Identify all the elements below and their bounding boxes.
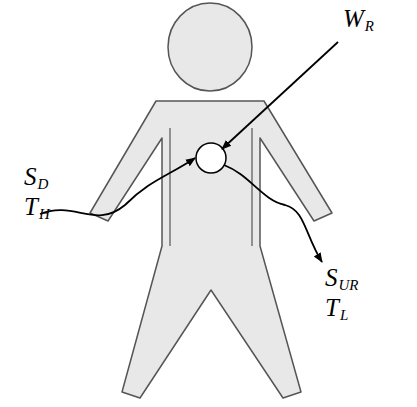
- entropy-label: SD: [24, 164, 48, 192]
- reactor-circle: [196, 143, 226, 173]
- arm-line: [169, 128, 170, 246]
- entropy-label: SUR: [325, 265, 359, 293]
- body: [90, 101, 332, 398]
- temperature-label: TH: [24, 194, 50, 222]
- temperature-label: TL: [325, 295, 348, 323]
- work-label: WR: [343, 6, 374, 34]
- entropy-in-arrow: [40, 158, 195, 215]
- head: [168, 3, 252, 91]
- entropy-out-arrow: [224, 165, 322, 262]
- work-arrow: [222, 42, 338, 149]
- arm-line: [251, 128, 252, 246]
